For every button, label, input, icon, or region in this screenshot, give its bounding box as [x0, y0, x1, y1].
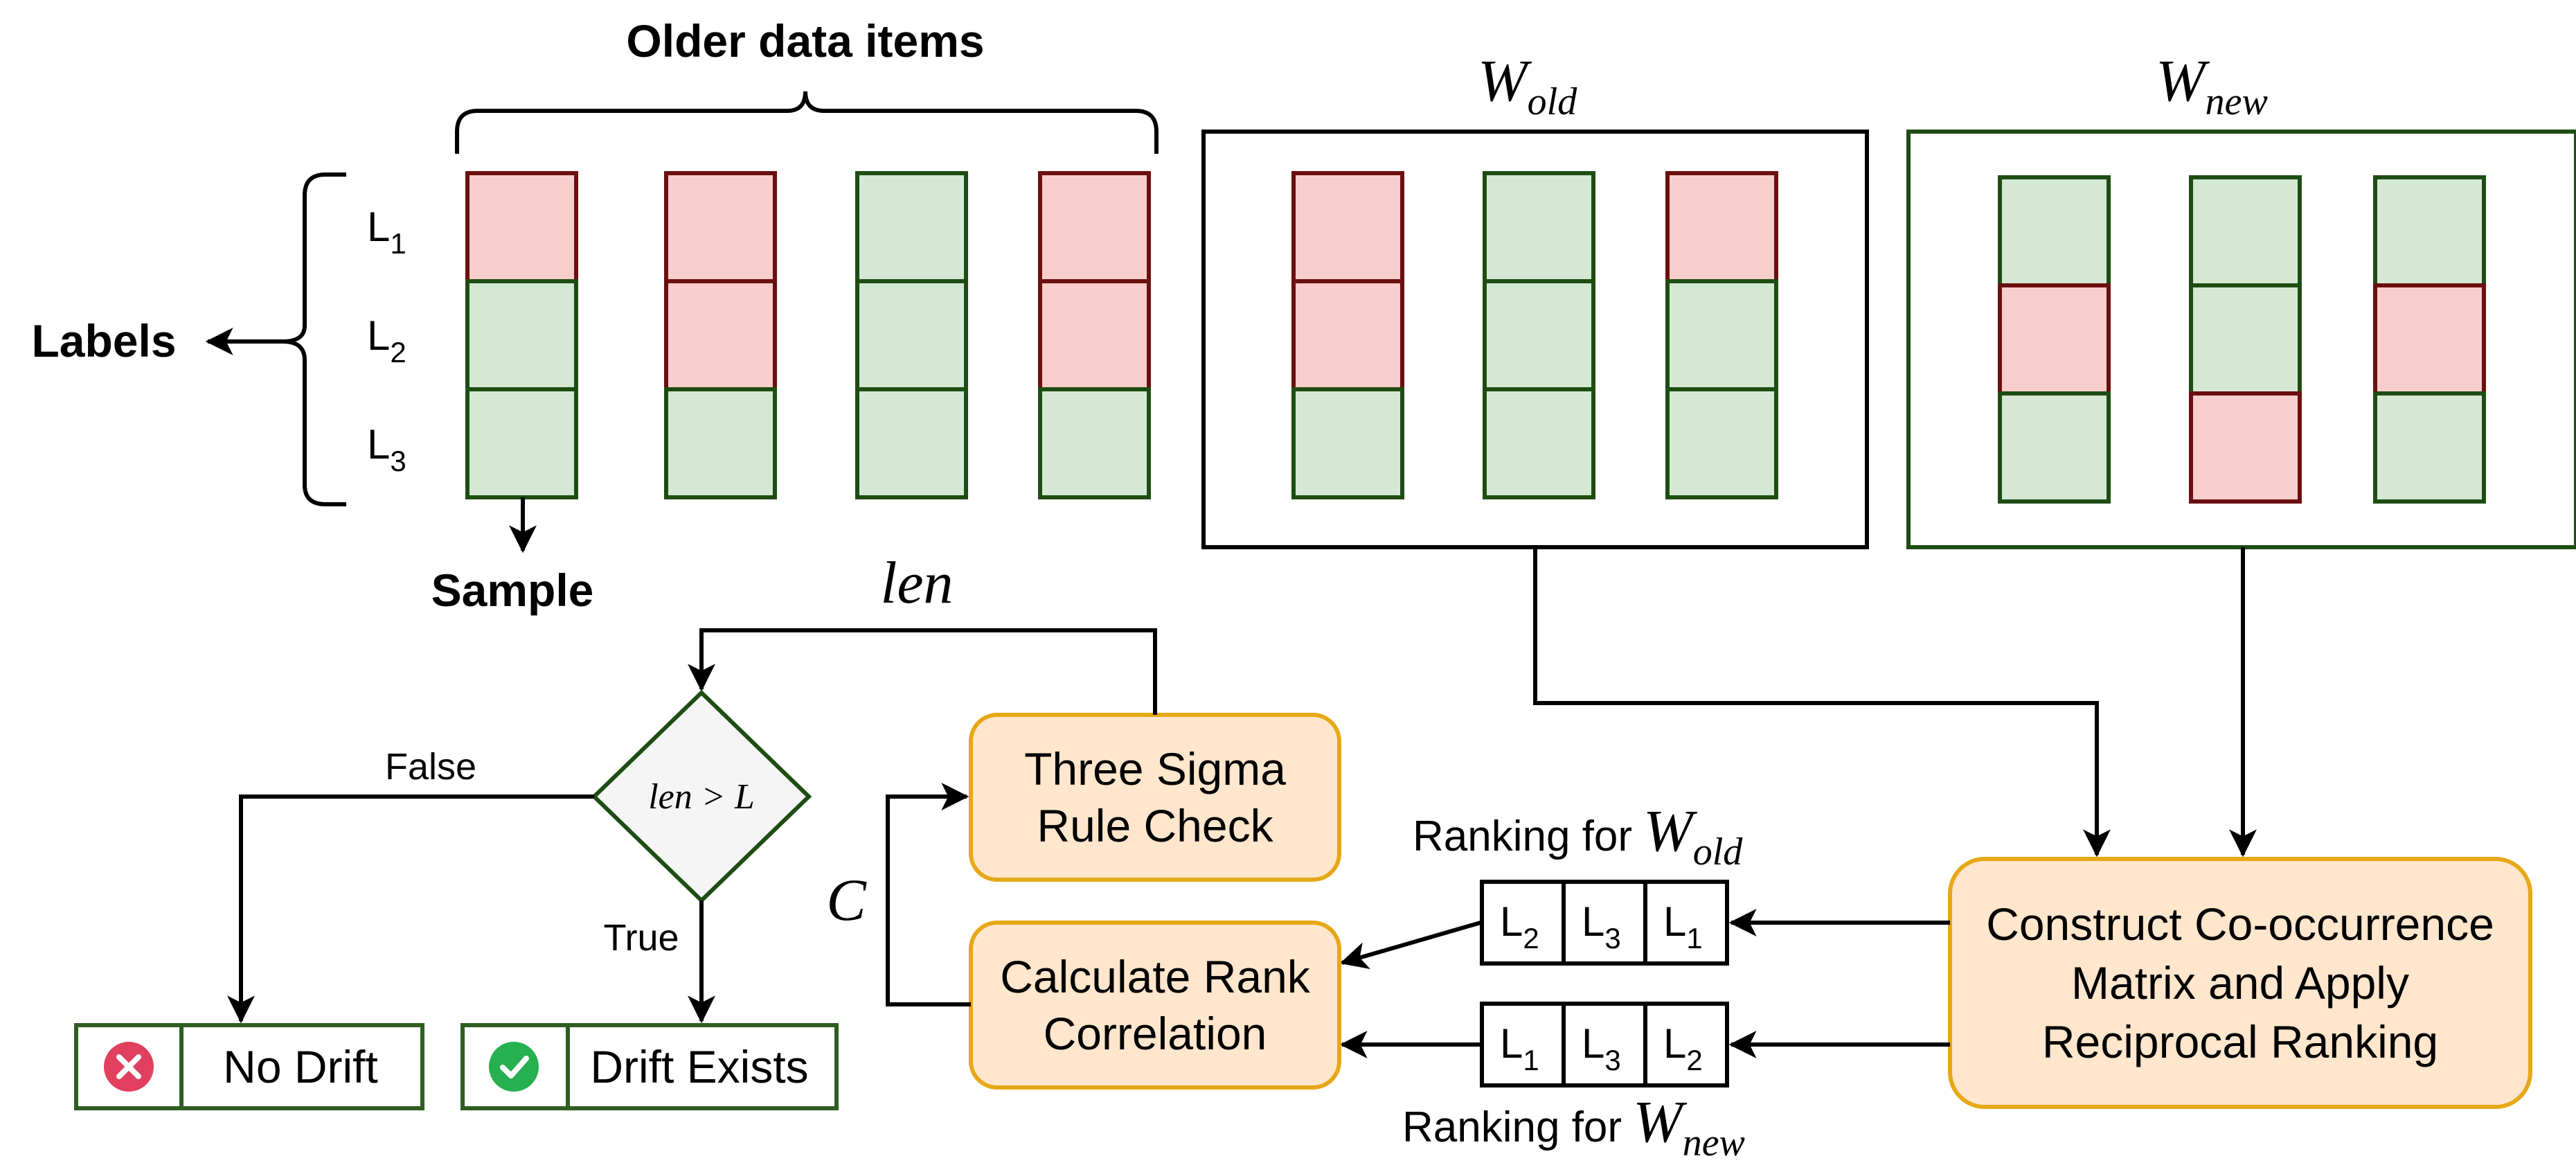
sample-cell-c3-r1-positive: [855, 171, 968, 283]
ranking-old-label-2: L3: [1582, 898, 1621, 955]
construct-line-3: Reciprocal Ranking: [2042, 1016, 2438, 1067]
row-label-l2: L2: [367, 312, 406, 369]
rank-corr-line-1: Calculate Rank: [1000, 951, 1311, 1002]
svg-text:L1: L1: [367, 204, 406, 260]
w-old-cell-c1-r2-negative: [1291, 279, 1404, 391]
ranking-new-label-1: L1: [1500, 1020, 1539, 1076]
w-old-cell-c3-r1-negative: [1665, 171, 1778, 283]
w-new-cell-c3-r1-positive: [2373, 175, 2486, 287]
w-old-cell-c2-r3-positive: [1483, 387, 1595, 499]
len-connector: [688, 628, 1157, 715]
drift-exists-outcome: Drift Exists: [460, 1023, 839, 1110]
sample-cell-c2-r2-negative: [664, 279, 777, 391]
close-circle-icon: [104, 1042, 154, 1092]
w-old-cell-c2-r1-positive: [1483, 171, 1595, 283]
sample-cell-c1-r1-negative: [465, 171, 578, 283]
w-new-cell-c1-r3-positive: [1998, 391, 2111, 504]
svg-text:L2: L2: [367, 312, 406, 369]
w-new-cell-c3-r3-positive: [2373, 391, 2486, 504]
w-old-cell-c1-r1-negative: [1291, 171, 1404, 283]
w-old-title: Wold: [1478, 47, 1577, 123]
ranking-new-cell-3: [1643, 1002, 1729, 1087]
ranking-new-cell-2: [1562, 1002, 1647, 1087]
w-new-cell-c1-r2-negative: [1998, 283, 2111, 396]
ranking-old-row: L2 L3 L1: [1480, 880, 1729, 966]
labels-brace: [282, 172, 346, 506]
w-old-cell-c3-r3-positive: [1665, 387, 1778, 499]
w-new-title: Wnew: [2156, 47, 2268, 123]
older-items-brace: [455, 91, 1159, 154]
w-old-connector: [1533, 547, 2111, 858]
w-old-grid: [1291, 171, 1778, 499]
ranking-old-to-corr-arrow: [1339, 921, 1481, 969]
ranking-new-row: L1 L3 L2: [1480, 1002, 1729, 1087]
svg-text:L3: L3: [367, 421, 406, 477]
older-items-grid: [465, 171, 1151, 499]
len-label: len: [880, 549, 953, 616]
three-sigma-box: [969, 713, 1341, 882]
sample-label: Sample: [431, 565, 594, 616]
sample-cell-c4-r2-negative: [1038, 279, 1151, 391]
labels-title: Labels: [31, 315, 176, 366]
ranking-old-cell-1: [1480, 880, 1566, 966]
row-label-l3: L3: [367, 421, 406, 477]
true-label: True: [603, 917, 679, 959]
three-sigma-line-1: Three Sigma: [1024, 743, 1286, 794]
rank-correlation-box: [969, 921, 1341, 1090]
false-branch-connector: [227, 794, 594, 1024]
construct-line-1: Construct Co-occurrence: [1986, 898, 2494, 950]
no-drift-outcome: No Drift: [74, 1023, 424, 1110]
ranking-old-cell-2: [1562, 880, 1647, 966]
drift-exists-label: Drift Exists: [590, 1041, 808, 1092]
construct-line-2: Matrix and Apply: [2071, 957, 2409, 1009]
w-old-cell-c1-r3-positive: [1291, 387, 1404, 499]
no-drift-label: No Drift: [223, 1041, 378, 1092]
c-feedback-connector: [886, 783, 971, 1006]
false-label: False: [385, 746, 476, 788]
check-circle-icon: [489, 1042, 539, 1092]
w-new-cell-c2-r1-positive: [2189, 175, 2302, 287]
w-new-grid: [1998, 175, 2486, 504]
w-old-cell-c2-r2-positive: [1483, 279, 1595, 391]
sample-cell-c2-r1-negative: [664, 171, 777, 283]
sample-cell-c2-r3-positive: [664, 387, 777, 499]
w-old-cell-c3-r2-positive: [1665, 279, 1778, 391]
sample-cell-c1-r2-positive: [465, 279, 578, 391]
ranking-new-label-3: L2: [1663, 1020, 1703, 1076]
sample-cell-c3-r3-positive: [855, 387, 968, 499]
sample-cell-c4-r3-positive: [1038, 387, 1151, 499]
row-label-l1: L1: [367, 204, 406, 260]
w-new-cell-c1-r1-positive: [1998, 175, 2111, 287]
w-new-cell-c3-r2-negative: [2373, 283, 2486, 396]
w-new-cell-c2-r3-negative: [2189, 391, 2302, 504]
ranking-old-cell-3: [1643, 880, 1729, 966]
older-items-title: Older data items: [626, 15, 984, 66]
sample-cell-c4-r1-negative: [1038, 171, 1151, 283]
three-sigma-line-2: Rule Check: [1037, 800, 1273, 851]
ranking-new-label-2: L3: [1582, 1020, 1621, 1076]
ranking-old-label-1: L2: [1500, 898, 1539, 955]
decision-condition: len > L: [648, 777, 755, 817]
w-new-cell-c2-r2-positive: [2189, 283, 2302, 396]
c-label: C: [826, 867, 867, 933]
ranking-old-label-3: L1: [1663, 898, 1703, 955]
sample-cell-c3-r2-positive: [855, 279, 968, 391]
rank-corr-line-2: Correlation: [1044, 1008, 1267, 1059]
sample-cell-c1-r3-positive: [465, 387, 578, 499]
construct-cooccurrence-box: [1948, 857, 2532, 1109]
